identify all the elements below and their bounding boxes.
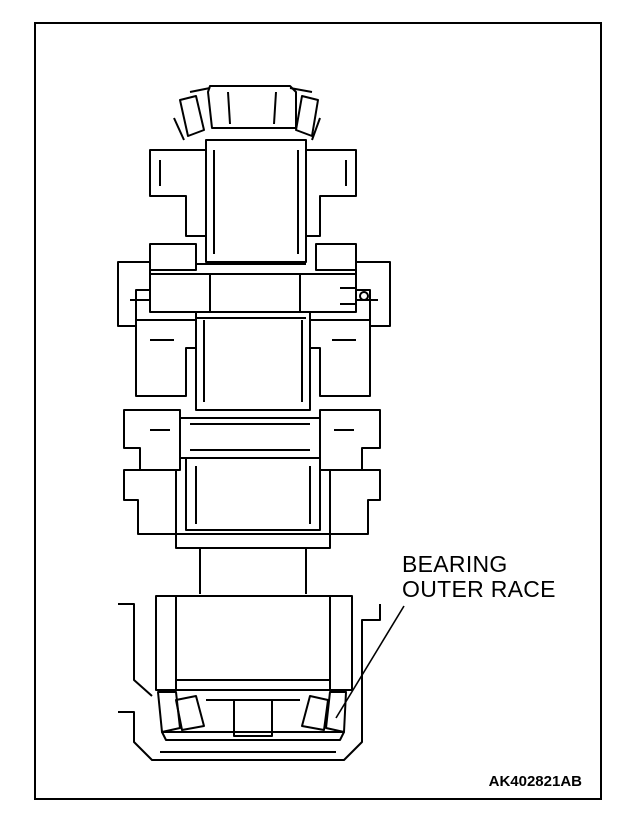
output-shaft: [155, 595, 353, 691]
case-housing: [118, 603, 381, 761]
lower-synchronizer: [123, 409, 381, 471]
upper-gear: [149, 139, 357, 263]
lower-gear: [135, 311, 371, 411]
callout-line-1: BEARING: [402, 551, 508, 577]
bearing-outer-race: [157, 691, 347, 741]
top-bearing: [173, 85, 321, 141]
middle-synchronizer: [117, 243, 391, 327]
figure-code: AK402821AB: [488, 773, 582, 790]
callout-leader: [335, 605, 405, 719]
callout-line-2: OUTER RACE: [402, 576, 556, 602]
output-gear: [123, 457, 381, 594]
callout-label: BEARING OUTER RACE: [402, 552, 556, 602]
